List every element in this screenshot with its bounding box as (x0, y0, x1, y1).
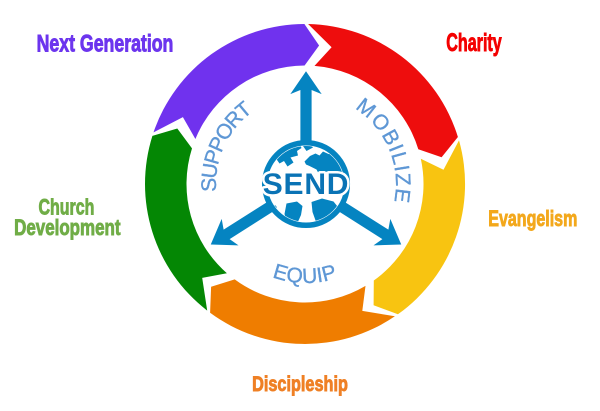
svg-text:P: P (200, 147, 226, 167)
svg-text:Z: Z (391, 173, 415, 187)
svg-text:Development: Development (14, 216, 121, 241)
svg-text:U: U (198, 162, 223, 180)
svg-text:Church: Church (38, 195, 94, 220)
svg-text:U: U (302, 265, 318, 289)
svg-text:Charity: Charity (446, 29, 502, 56)
svg-text:E: E (271, 260, 291, 286)
svg-text:I: I (315, 264, 324, 288)
svg-text:I: I (389, 164, 413, 173)
svg-text:E: E (389, 187, 414, 204)
svg-text:P: P (319, 261, 338, 287)
svg-text:SEND: SEND (263, 168, 350, 201)
svg-text:Evangelism: Evangelism (488, 206, 577, 231)
svg-text:Next Generation: Next Generation (37, 31, 174, 57)
svg-text:Discipleship: Discipleship (252, 373, 348, 397)
svg-text:Q: Q (285, 263, 304, 288)
svg-text:S: S (198, 178, 221, 192)
